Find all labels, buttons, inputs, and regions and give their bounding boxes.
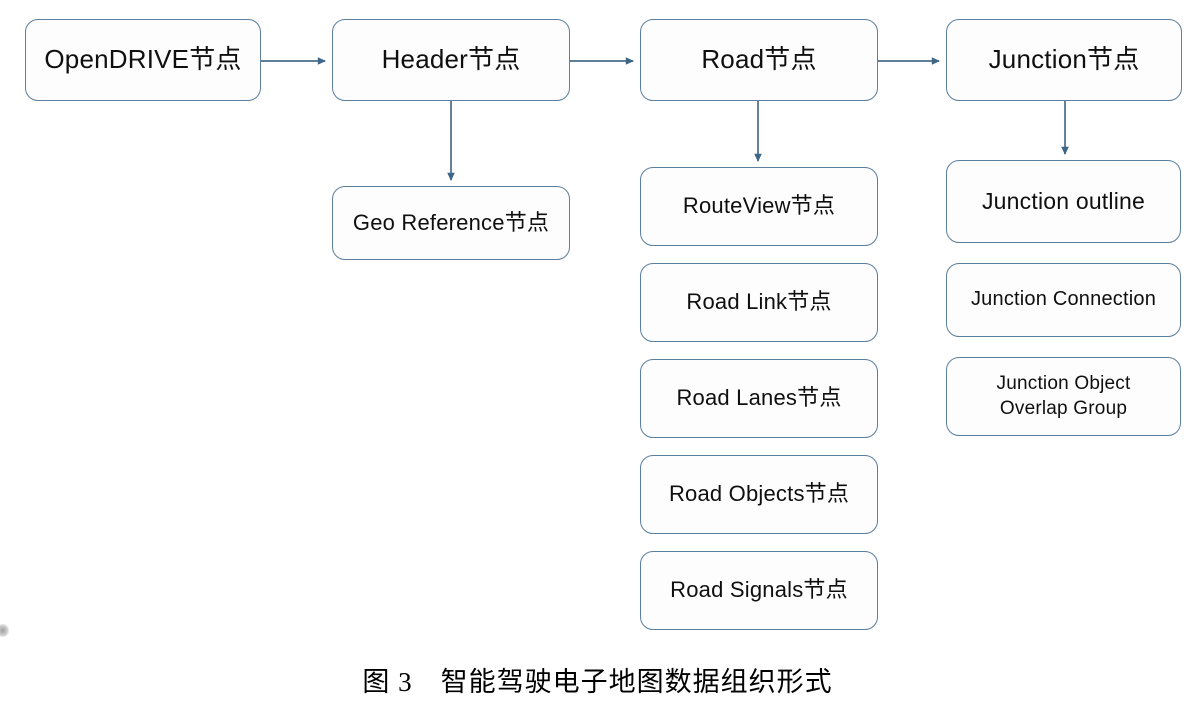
node-header[interactable]: Header节点 [332, 19, 570, 101]
node-road[interactable]: Road节点 [640, 19, 878, 101]
node-route-view[interactable]: RouteView节点 [640, 167, 878, 246]
node-road-link-label: Road Link节点 [686, 289, 832, 315]
node-road-lanes-label: Road Lanes节点 [676, 385, 842, 411]
node-route-view-label: RouteView节点 [682, 193, 836, 219]
node-road-label: Road节点 [701, 44, 817, 75]
node-junction-outline[interactable]: Junction outline [946, 160, 1181, 243]
node-road-signals[interactable]: Road Signals节点 [640, 551, 878, 630]
node-junction-object-overlap-group-label: Junction Object Overlap Group [996, 373, 1131, 419]
node-road-lanes[interactable]: Road Lanes节点 [640, 359, 878, 438]
node-junction[interactable]: Junction节点 [946, 19, 1182, 101]
node-geo-reference-label: Geo Reference节点 [352, 209, 550, 235]
node-junction-object-overlap-group[interactable]: Junction Object Overlap Group [946, 357, 1181, 436]
node-opendrive[interactable]: OpenDRIVE节点 [25, 19, 261, 101]
node-road-link[interactable]: Road Link节点 [640, 263, 878, 342]
node-road-objects[interactable]: Road Objects节点 [640, 455, 878, 534]
node-junction-connection-label: Junction Connection [970, 288, 1157, 311]
node-road-signals-label: Road Signals节点 [670, 577, 848, 603]
figure-caption: 图 3 智能驾驶电子地图数据组织形式 [362, 667, 833, 697]
node-geo-reference[interactable]: Geo Reference节点 [332, 186, 570, 260]
node-header-label: Header节点 [381, 44, 521, 75]
node-opendrive-label: OpenDRIVE节点 [44, 44, 242, 75]
node-junction-outline-label: Junction outline [981, 187, 1146, 214]
node-road-objects-label: Road Objects节点 [668, 481, 850, 507]
node-junction-label: Junction节点 [988, 44, 1140, 75]
node-junction-connection[interactable]: Junction Connection [946, 263, 1181, 337]
scan-artifact-speck [0, 624, 9, 637]
